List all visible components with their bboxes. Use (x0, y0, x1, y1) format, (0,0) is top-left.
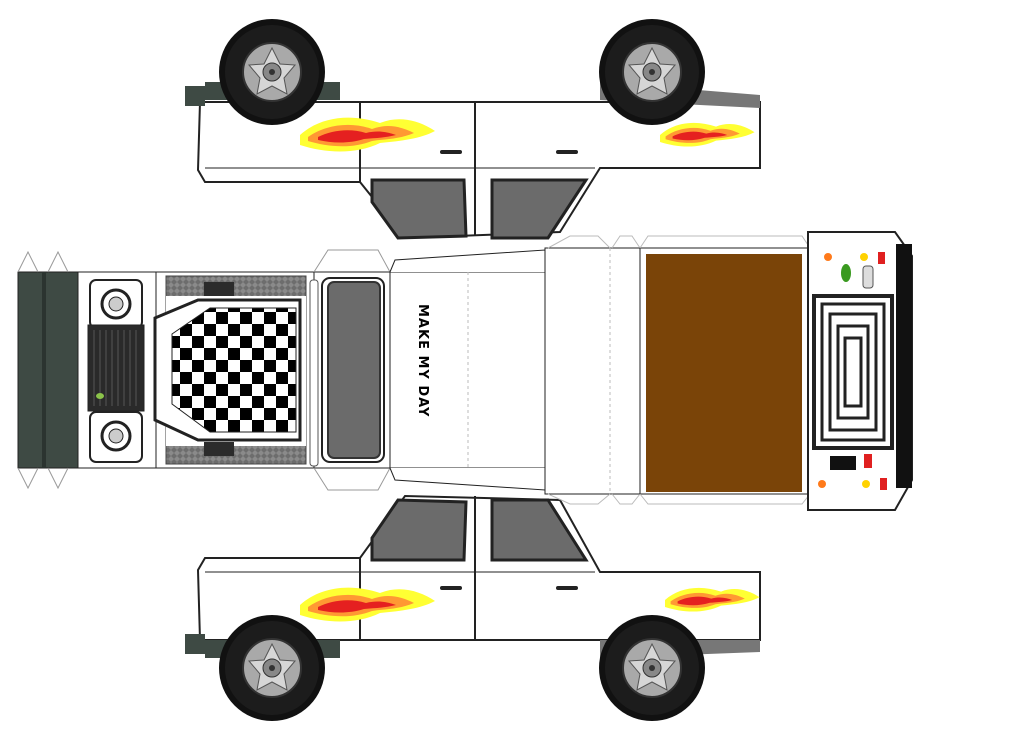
taillight-icon (862, 480, 870, 488)
door-handle-icon (440, 586, 462, 590)
taillight-icon (824, 253, 832, 261)
taillight-icon (860, 253, 868, 261)
taillight-icon (818, 480, 826, 488)
cargo-bed (639, 235, 811, 505)
indicator-green (841, 264, 851, 282)
side-panel-top (185, 18, 761, 240)
front-bumper (17, 271, 79, 469)
windshield-panel (309, 249, 391, 491)
tire-icon (218, 18, 326, 126)
roof-decal-text: MAKE MY DAY (415, 304, 430, 417)
window-top-rear (490, 178, 589, 240)
cab-rear-panel (544, 235, 641, 505)
window-bottom-front (370, 498, 468, 562)
window-bottom-rear (490, 498, 589, 562)
roof-panel: MAKE MY DAY (389, 249, 546, 491)
hood-panel (153, 271, 315, 469)
taillight-icon (864, 454, 872, 468)
taillight-icon (878, 252, 885, 264)
window-top-front (370, 178, 468, 240)
tire-icon (598, 18, 706, 126)
door-handle-icon (556, 150, 578, 154)
tire-icon (218, 614, 326, 722)
tailgate-panel (807, 231, 913, 511)
checkered-flag-icon (171, 307, 297, 433)
door-handle-icon (440, 150, 462, 154)
side-mirror-top (185, 86, 205, 106)
door-handle-icon (556, 586, 578, 590)
taillight-icon (880, 478, 887, 490)
cargo-bed-floor (646, 254, 802, 492)
tailgate-edge (896, 244, 912, 488)
windshield-glass (327, 281, 381, 459)
side-panel-bottom (185, 494, 761, 722)
side-mirror-bottom (185, 634, 205, 654)
tire-icon (598, 614, 706, 722)
front-panel (17, 250, 157, 490)
